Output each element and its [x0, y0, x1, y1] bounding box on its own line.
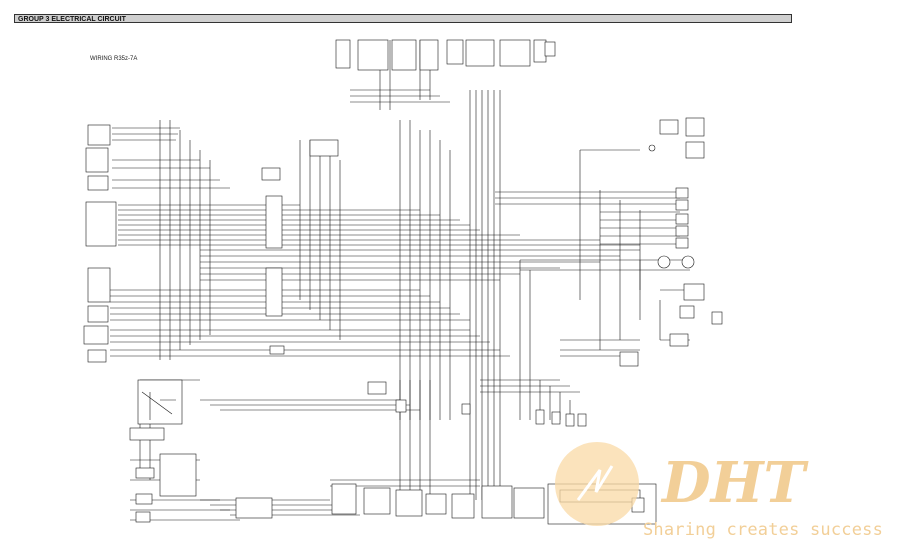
center-blocks: [261, 139, 387, 395]
sensor-row: [395, 399, 587, 427]
diagram-title: WIRING R35z-7A: [90, 56, 138, 62]
watermark-tagline: Sharing creates success: [643, 520, 884, 540]
dht-logo: DHT: [555, 442, 809, 526]
dht-logo-text: DHT: [660, 450, 809, 516]
top-connectors: [335, 39, 556, 71]
left-connectors: [83, 124, 117, 363]
right-components: [619, 117, 723, 367]
bottom-left-module: [129, 379, 197, 523]
group-header: GROUP 3 ELECTRICAL CIRCUIT: [14, 14, 792, 23]
